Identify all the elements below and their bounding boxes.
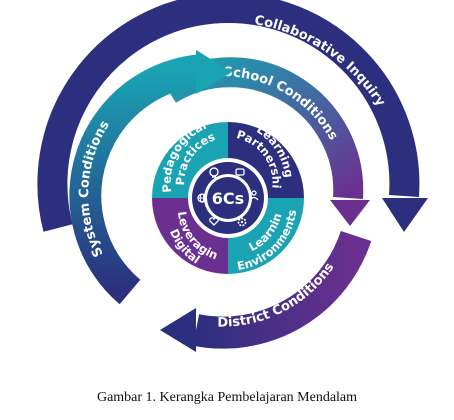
arrow-head-system — [196, 50, 232, 94]
ring-system-conditions: System Conditions — [69, 50, 232, 305]
center-label: 6Cs — [212, 189, 244, 208]
gear-icon — [237, 217, 247, 227]
person-icon — [249, 190, 259, 201]
arrow-head-school — [330, 200, 370, 226]
figure-caption: Gambar 1. Kerangka Pembelajaran Mendalam — [96, 390, 358, 405]
center-6cs: 6Cs — [188, 158, 268, 238]
deep-learning-framework-diagram: Collaborative Inquiry School Conditions … — [37, 0, 428, 352]
globe-icon — [197, 193, 207, 203]
arrow-head-collaborative — [382, 198, 428, 232]
heart-icon — [209, 217, 219, 226]
lightbulb-icon — [209, 167, 219, 178]
chat-icon — [235, 168, 245, 179]
arrow-head-district — [160, 308, 196, 352]
